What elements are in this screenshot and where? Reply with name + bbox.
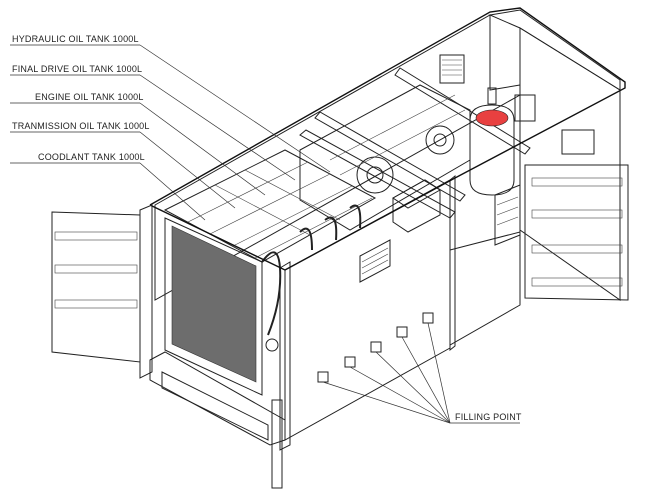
- top-frame: [149, 7, 626, 271]
- label-transmission-oil-tank: TRANMISSION OIL TANK 1000L: [12, 121, 150, 131]
- label-engine-oil-tank: ENGINE OIL TANK 1000L: [35, 92, 144, 102]
- tank-front-face: [164, 217, 263, 396]
- right-door: [524, 164, 629, 301]
- blue-tank: [392, 179, 441, 233]
- side-vent-louver: [359, 239, 391, 283]
- label-coolant-tank: COODLANT TANK 1000L: [38, 152, 145, 162]
- electrical-box: [514, 94, 536, 122]
- filling-port-4: [396, 326, 408, 338]
- label-filling-point: FILLING POINT: [455, 412, 522, 422]
- filling-port-5: [422, 312, 434, 324]
- rear-vent-louver: [439, 54, 465, 84]
- filling-port-3: [370, 341, 382, 353]
- front-frame: [149, 351, 286, 489]
- left-door: [51, 204, 153, 379]
- drawer-cabinet: [494, 184, 521, 246]
- filling-port-2: [344, 356, 356, 368]
- tank-block: [163, 149, 377, 352]
- filling-points: [317, 312, 434, 383]
- pump-equipment: [299, 84, 471, 231]
- floor-grate: [449, 231, 521, 346]
- shelf-unit: [561, 129, 595, 155]
- filling-port-1: [317, 371, 329, 383]
- label-hydraulic-oil-tank: HYDRAULIC OIL TANK 1000L: [12, 34, 139, 44]
- red-pressure-vessel: [469, 87, 515, 196]
- label-final-drive-oil-tank: FINAL DRIVE OIL TANK 1000L: [12, 64, 142, 74]
- leader-lines: [10, 44, 520, 424]
